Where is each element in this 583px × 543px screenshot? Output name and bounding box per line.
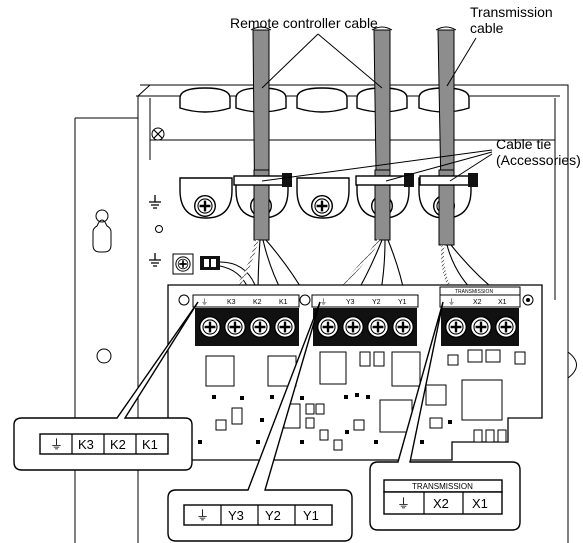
label-remote-controller-cable: Remote controller cable	[230, 15, 378, 31]
board-x1: X1	[498, 299, 507, 306]
board-label-strip-k: ⏚ K3 K2 K1	[192, 294, 300, 308]
board-y3: Y3	[346, 299, 355, 306]
leader-remote-cable	[261, 33, 383, 89]
callout-x: TRANSMISSION ⏚ X2 X1	[369, 301, 521, 531]
callout-y3: Y3	[228, 508, 244, 523]
ground-terminal-screw	[172, 253, 256, 289]
cable-clamps	[179, 169, 472, 246]
callout-x2: X2	[433, 496, 449, 511]
callout-x-header: TRANSMISSION	[412, 482, 473, 491]
cables	[250, 26, 457, 246]
small-hole	[155, 225, 163, 233]
screw-icon	[316, 315, 340, 339]
cable-tie-icon	[233, 173, 478, 187]
screw-icon	[198, 315, 222, 339]
callout-y1: Y1	[303, 508, 319, 523]
board-k2: K2	[253, 299, 262, 306]
terminal-block-k	[195, 308, 299, 346]
screw-icon	[273, 315, 297, 339]
board-x-ground: ⏚	[448, 298, 455, 306]
screw-icon	[193, 194, 217, 218]
board-k3: K3	[227, 299, 236, 306]
label-cable-tie-1: Cable tie	[496, 136, 551, 152]
leader-cable-tie	[261, 149, 493, 182]
label-cable-tie-2: (Accessories)	[496, 152, 581, 168]
terminal-block-x	[441, 308, 519, 346]
screw-icon	[223, 315, 247, 339]
board-y1: Y1	[398, 299, 407, 306]
callout-y-ground: ⏚	[196, 508, 209, 523]
grommet-icon	[179, 87, 231, 113]
board-label-strip-y: ⏚ Y3 Y2 Y1	[311, 294, 419, 308]
label-transmission-cable-1: Transmission	[470, 4, 553, 20]
screw-icon	[366, 315, 390, 339]
callout-k: ⏚ K3 K2 K1	[13, 301, 199, 471]
screw-icon	[175, 256, 191, 272]
board-y2: Y2	[372, 299, 381, 306]
keyhole-slot-icon	[92, 209, 112, 253]
grommet-icon	[296, 87, 348, 113]
board-x-header: TRANSMISSION	[455, 289, 493, 295]
mounting-hole	[96, 348, 112, 364]
callout-y2: Y2	[265, 508, 281, 523]
leader-transmission-cable	[446, 37, 477, 87]
callout-k-ground: ⏚	[50, 437, 63, 452]
ground-symbol-icon	[148, 252, 162, 267]
label-transmission-cable-2: cable	[470, 20, 504, 36]
terminal-block-y	[313, 308, 417, 346]
screw-icon	[444, 315, 468, 339]
screw-icon	[341, 315, 365, 339]
board-y-ground: ⏚	[320, 298, 327, 306]
pcb-components	[198, 349, 526, 451]
callout-k1: K1	[142, 437, 158, 452]
board-x2: X2	[473, 299, 482, 306]
screw-icon	[469, 315, 493, 339]
ground-symbol-icon	[148, 194, 162, 209]
screw-icon	[310, 194, 334, 218]
board-k1: K1	[279, 299, 288, 306]
callout-y: ⏚ Y3 Y2 Y1	[167, 301, 353, 542]
callout-k2: K2	[110, 437, 126, 452]
grommet-row	[179, 87, 470, 113]
callout-k3: K3	[78, 437, 94, 452]
callout-x1: X1	[472, 496, 488, 511]
screw-icon	[391, 315, 415, 339]
screw-icon	[494, 315, 518, 339]
board-label-strip-x: TRANSMISSION ⏚ X2 X1	[439, 286, 521, 308]
housing-screw-cross	[153, 129, 163, 139]
callout-x-ground: ⏚	[397, 496, 410, 511]
screw-icon	[248, 315, 272, 339]
housing-screw-icon	[151, 127, 165, 141]
board-k-ground: ⏚	[201, 298, 208, 306]
